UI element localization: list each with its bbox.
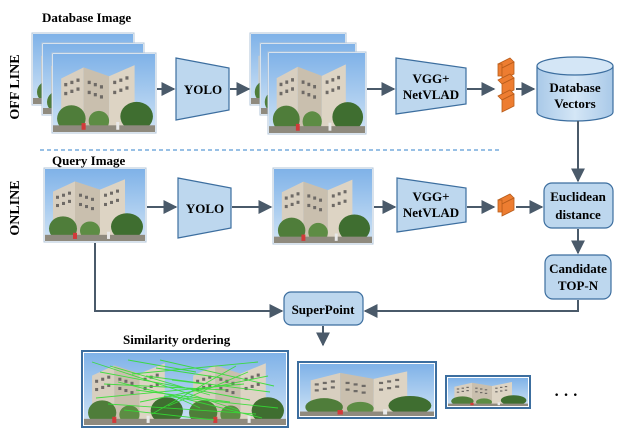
online-label: ONLINE — [8, 180, 23, 235]
yolo-offline-node: YOLO — [175, 57, 230, 121]
svg-text:Candidate: Candidate — [549, 261, 607, 276]
query-image — [43, 167, 147, 243]
query-cropped-image — [272, 167, 374, 245]
svg-text:VGG+: VGG+ — [412, 189, 449, 204]
query-image-title: Query Image — [52, 153, 126, 168]
svg-text:YOLO: YOLO — [186, 201, 224, 216]
database-vectors-node: Database Vectors — [536, 56, 614, 122]
vgg-netvlad-offline-node: VGG+ NetVLAD — [395, 57, 467, 115]
svg-text:Euclidean: Euclidean — [550, 189, 606, 204]
svg-text:TOP-N: TOP-N — [558, 278, 599, 293]
svg-text:Database: Database — [549, 80, 601, 95]
svg-text:NetVLAD: NetVLAD — [403, 205, 459, 220]
candidate-top-n-node: Candidate TOP-N — [544, 254, 612, 300]
arrow-candidate-to-superpoint — [363, 300, 579, 318]
more-results-ellipsis: · · · — [554, 387, 578, 404]
svg-text:YOLO: YOLO — [184, 82, 222, 97]
keypoint-match-lines — [91, 359, 279, 421]
cropped-image-stack — [249, 32, 367, 135]
offline-label: OFF LINE — [8, 54, 23, 119]
svg-text:NetVLAD: NetVLAD — [403, 87, 459, 102]
result-image-1 — [81, 350, 289, 428]
vgg-netvlad-online-node: VGG+ NetVLAD — [396, 177, 467, 233]
arrow-query-to-superpoint — [94, 243, 284, 318]
svg-text:VGG+: VGG+ — [412, 71, 449, 86]
svg-text:distance: distance — [555, 207, 601, 222]
database-image-title: Database Image — [42, 10, 131, 25]
superpoint-node: SuperPoint — [283, 291, 364, 326]
result-image-3 — [445, 375, 531, 409]
result-image-2 — [297, 361, 437, 419]
svg-text:SuperPoint: SuperPoint — [292, 302, 356, 317]
yolo-online-node: YOLO — [177, 177, 232, 239]
offline-feature-vectors — [497, 57, 515, 113]
euclidean-distance-node: Euclidean distance — [543, 182, 614, 229]
svg-text:Vectors: Vectors — [554, 96, 595, 111]
similarity-ordering-title: Similarity ordering — [123, 332, 231, 347]
database-image-stack — [31, 32, 157, 134]
online-feature-vector — [497, 193, 515, 217]
